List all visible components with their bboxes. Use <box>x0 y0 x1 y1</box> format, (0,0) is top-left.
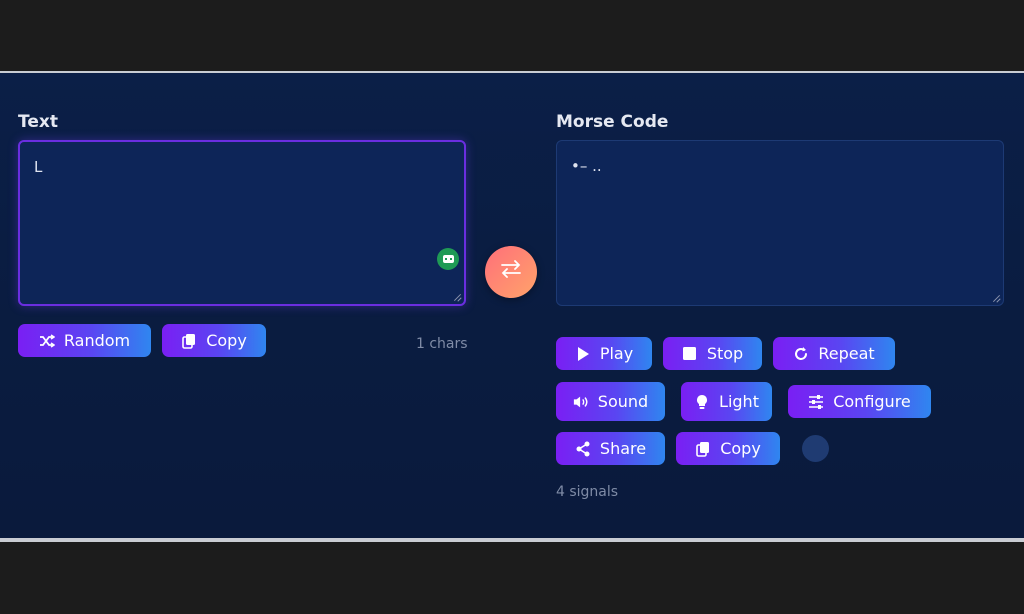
play-button[interactable]: Play <box>556 337 652 370</box>
resize-handle[interactable] <box>453 293 461 301</box>
configure-button-label: Configure <box>833 392 911 411</box>
morse-output[interactable]: •– .. <box>556 140 1004 306</box>
configure-button[interactable]: Configure <box>788 385 931 418</box>
text-input[interactable]: L <box>18 140 466 306</box>
speaker-icon <box>573 394 589 410</box>
copy-icon <box>695 441 711 457</box>
signal-count: 4 signals <box>556 484 619 500</box>
repeat-button[interactable]: Repeat <box>773 337 895 370</box>
light-button-label: Light <box>719 392 759 411</box>
sound-button[interactable]: Sound <box>556 382 665 421</box>
copy-text-button[interactable]: Copy <box>162 324 266 357</box>
stop-button-label: Stop <box>706 344 744 363</box>
copy-morse-button-label: Copy <box>720 439 761 458</box>
sound-button-label: Sound <box>597 392 649 411</box>
robot-icon[interactable] <box>437 248 459 270</box>
outer-frame-top <box>0 0 1024 71</box>
morse-translator-panel: Text L Random Copy 1 chars Morse Code •–… <box>0 73 1024 538</box>
play-icon <box>575 346 591 362</box>
stop-icon <box>682 346 698 362</box>
morse-code-label: Morse Code <box>556 112 669 132</box>
sliders-icon <box>808 394 824 410</box>
repeat-button-label: Repeat <box>818 344 875 363</box>
repeat-icon <box>793 346 809 362</box>
resize-handle[interactable] <box>992 294 1000 302</box>
shuffle-icon <box>39 333 55 349</box>
outer-frame-bottom <box>0 542 1024 614</box>
char-count: 1 chars <box>416 336 468 352</box>
morse-output-value: •– .. <box>571 157 602 175</box>
random-button[interactable]: Random <box>18 324 151 357</box>
copy-icon <box>181 333 197 349</box>
signal-indicator <box>802 435 829 462</box>
random-button-label: Random <box>63 331 131 350</box>
frame-divider-bottom <box>0 538 1024 542</box>
copy-morse-button[interactable]: Copy <box>676 432 780 465</box>
share-icon <box>575 441 591 457</box>
stop-button[interactable]: Stop <box>663 337 762 370</box>
share-button[interactable]: Share <box>556 432 665 465</box>
play-button-label: Play <box>599 344 634 363</box>
light-button[interactable]: Light <box>681 382 772 421</box>
share-button-label: Share <box>599 439 647 458</box>
copy-text-button-label: Copy <box>206 331 247 350</box>
swap-arrows-icon <box>499 259 523 285</box>
lightbulb-icon <box>694 394 710 410</box>
swap-button[interactable] <box>485 246 537 298</box>
text-input-value: L <box>34 158 43 176</box>
text-label: Text <box>18 112 58 132</box>
frame-divider-top <box>0 71 1024 73</box>
